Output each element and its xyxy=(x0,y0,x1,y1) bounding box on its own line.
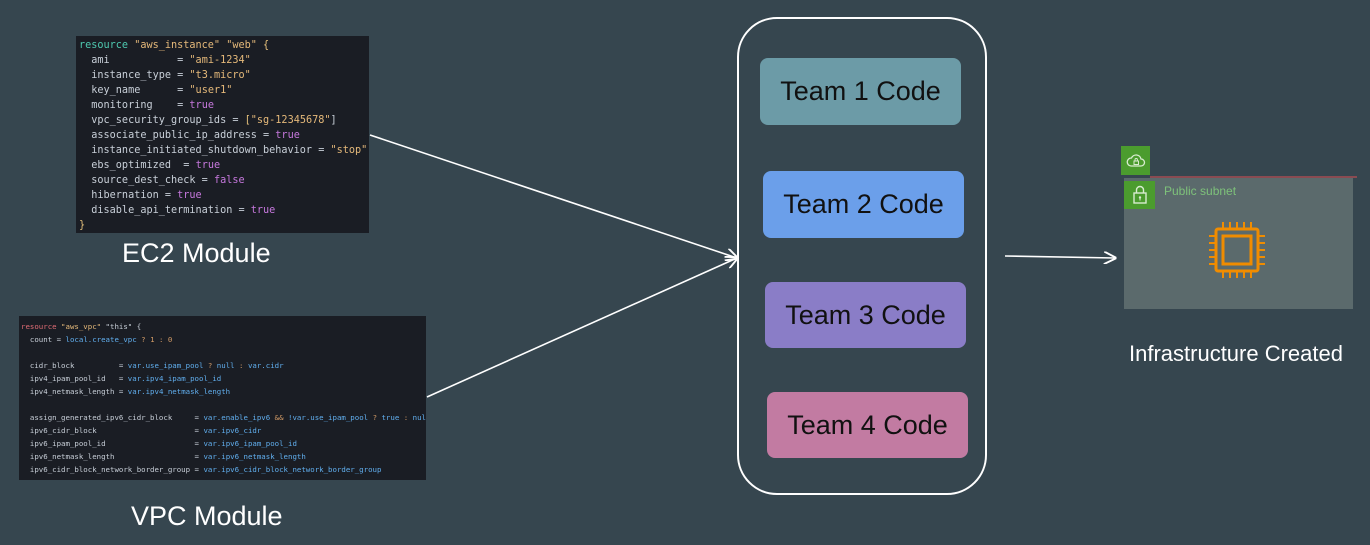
public-subnet-label: Public subnet xyxy=(1164,184,1237,198)
code-line: ipv6_netmask_length = var.ipv6_netmask_l… xyxy=(21,452,306,461)
team-3-code-box: Team 3 Code xyxy=(765,282,966,348)
lock-icon xyxy=(1124,181,1155,209)
code-line: count = local.create_vpc ? 1 : 0 xyxy=(21,335,173,344)
vpc-module-label: VPC Module xyxy=(131,501,283,531)
code-line: resource "aws_vpc" "this" { xyxy=(21,322,142,331)
code-line: ipv6_ipam_pool_id = var.ipv6_ipam_pool_i… xyxy=(21,439,297,448)
arrow-ec2-to-teams xyxy=(369,134,737,258)
code-line: instance_initiated_shutdown_behavior = "… xyxy=(79,145,368,156)
team-1-code-box: Team 1 Code xyxy=(760,58,961,125)
arrow-teams-to-infra xyxy=(1004,256,1115,258)
infrastructure-created-label: Infrastructure Created xyxy=(1129,341,1343,366)
code-line: assign_generated_ipv6_cidr_block = var.e… xyxy=(21,413,426,422)
code-line: cidr_block = var.use_ipam_pool ? null : … xyxy=(21,361,284,370)
code-line: ipv4_ipam_pool_id = var.ipv4_ipam_pool_i… xyxy=(21,374,222,383)
vpc-border-line xyxy=(1150,176,1357,178)
code-line: vpc_security_group_ids = ["sg-12345678"] xyxy=(79,115,337,126)
code-line: } xyxy=(79,220,86,231)
cloud-lock-icon xyxy=(1121,146,1150,175)
public-subnet-box xyxy=(1124,178,1353,309)
vpc-module-code: resource "aws_vpc" "this" { count = loca… xyxy=(19,316,426,480)
code-line: key_name = "user1" xyxy=(79,85,233,96)
code-line: ipv6_cidr_block = var.ipv6_cidr xyxy=(21,426,262,435)
code-line: hibernation = true xyxy=(79,190,202,201)
code-line: instance_type = "t3.micro" xyxy=(79,70,251,81)
code-line: ebs_optimized = true xyxy=(79,160,221,171)
code-line: source_dest_check = false xyxy=(79,175,245,186)
ec2-chip-icon xyxy=(1206,221,1270,284)
arrow-vpc-to-teams xyxy=(426,258,737,398)
code-line: monitoring = true xyxy=(79,100,214,111)
team-4-code-box: Team 4 Code xyxy=(767,392,968,458)
code-line: ipv4_netmask_length = var.ipv4_netmask_l… xyxy=(21,387,231,396)
team-2-code-box: Team 2 Code xyxy=(763,171,964,238)
code-line: ipv6_cidr_block_network_border_group = v… xyxy=(21,465,382,474)
team-code-container xyxy=(737,17,987,495)
code-line: associate_public_ip_address = true xyxy=(79,130,300,141)
ec2-module-code: resource "aws_instance" "web" { ami = "a… xyxy=(76,36,369,233)
code-line: resource "aws_instance" "web" { xyxy=(79,40,270,51)
ec2-module-label: EC2 Module xyxy=(122,238,271,268)
code-line: ami = "ami-1234" xyxy=(79,55,251,66)
code-line: disable_api_termination = true xyxy=(79,205,276,216)
